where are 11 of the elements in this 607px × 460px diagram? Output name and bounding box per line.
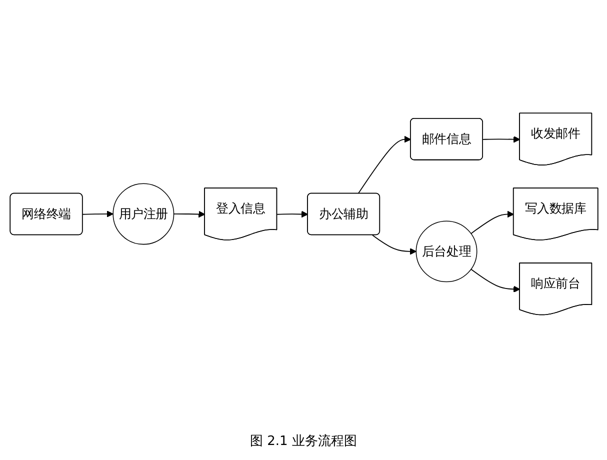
- arrow: [372, 234, 416, 255]
- arrow: [172, 210, 205, 218]
- figure-caption: 图 2.1 业务流程图: [250, 433, 357, 450]
- arrow: [276, 210, 308, 218]
- node-circle: 用户注册: [112, 183, 174, 245]
- arrow: [470, 210, 514, 234]
- arrow: [82, 210, 113, 218]
- arrow: [357, 136, 411, 194]
- node-circle: 后台处理: [415, 220, 477, 282]
- arrow: [482, 136, 520, 143]
- arrow: [470, 268, 520, 293]
